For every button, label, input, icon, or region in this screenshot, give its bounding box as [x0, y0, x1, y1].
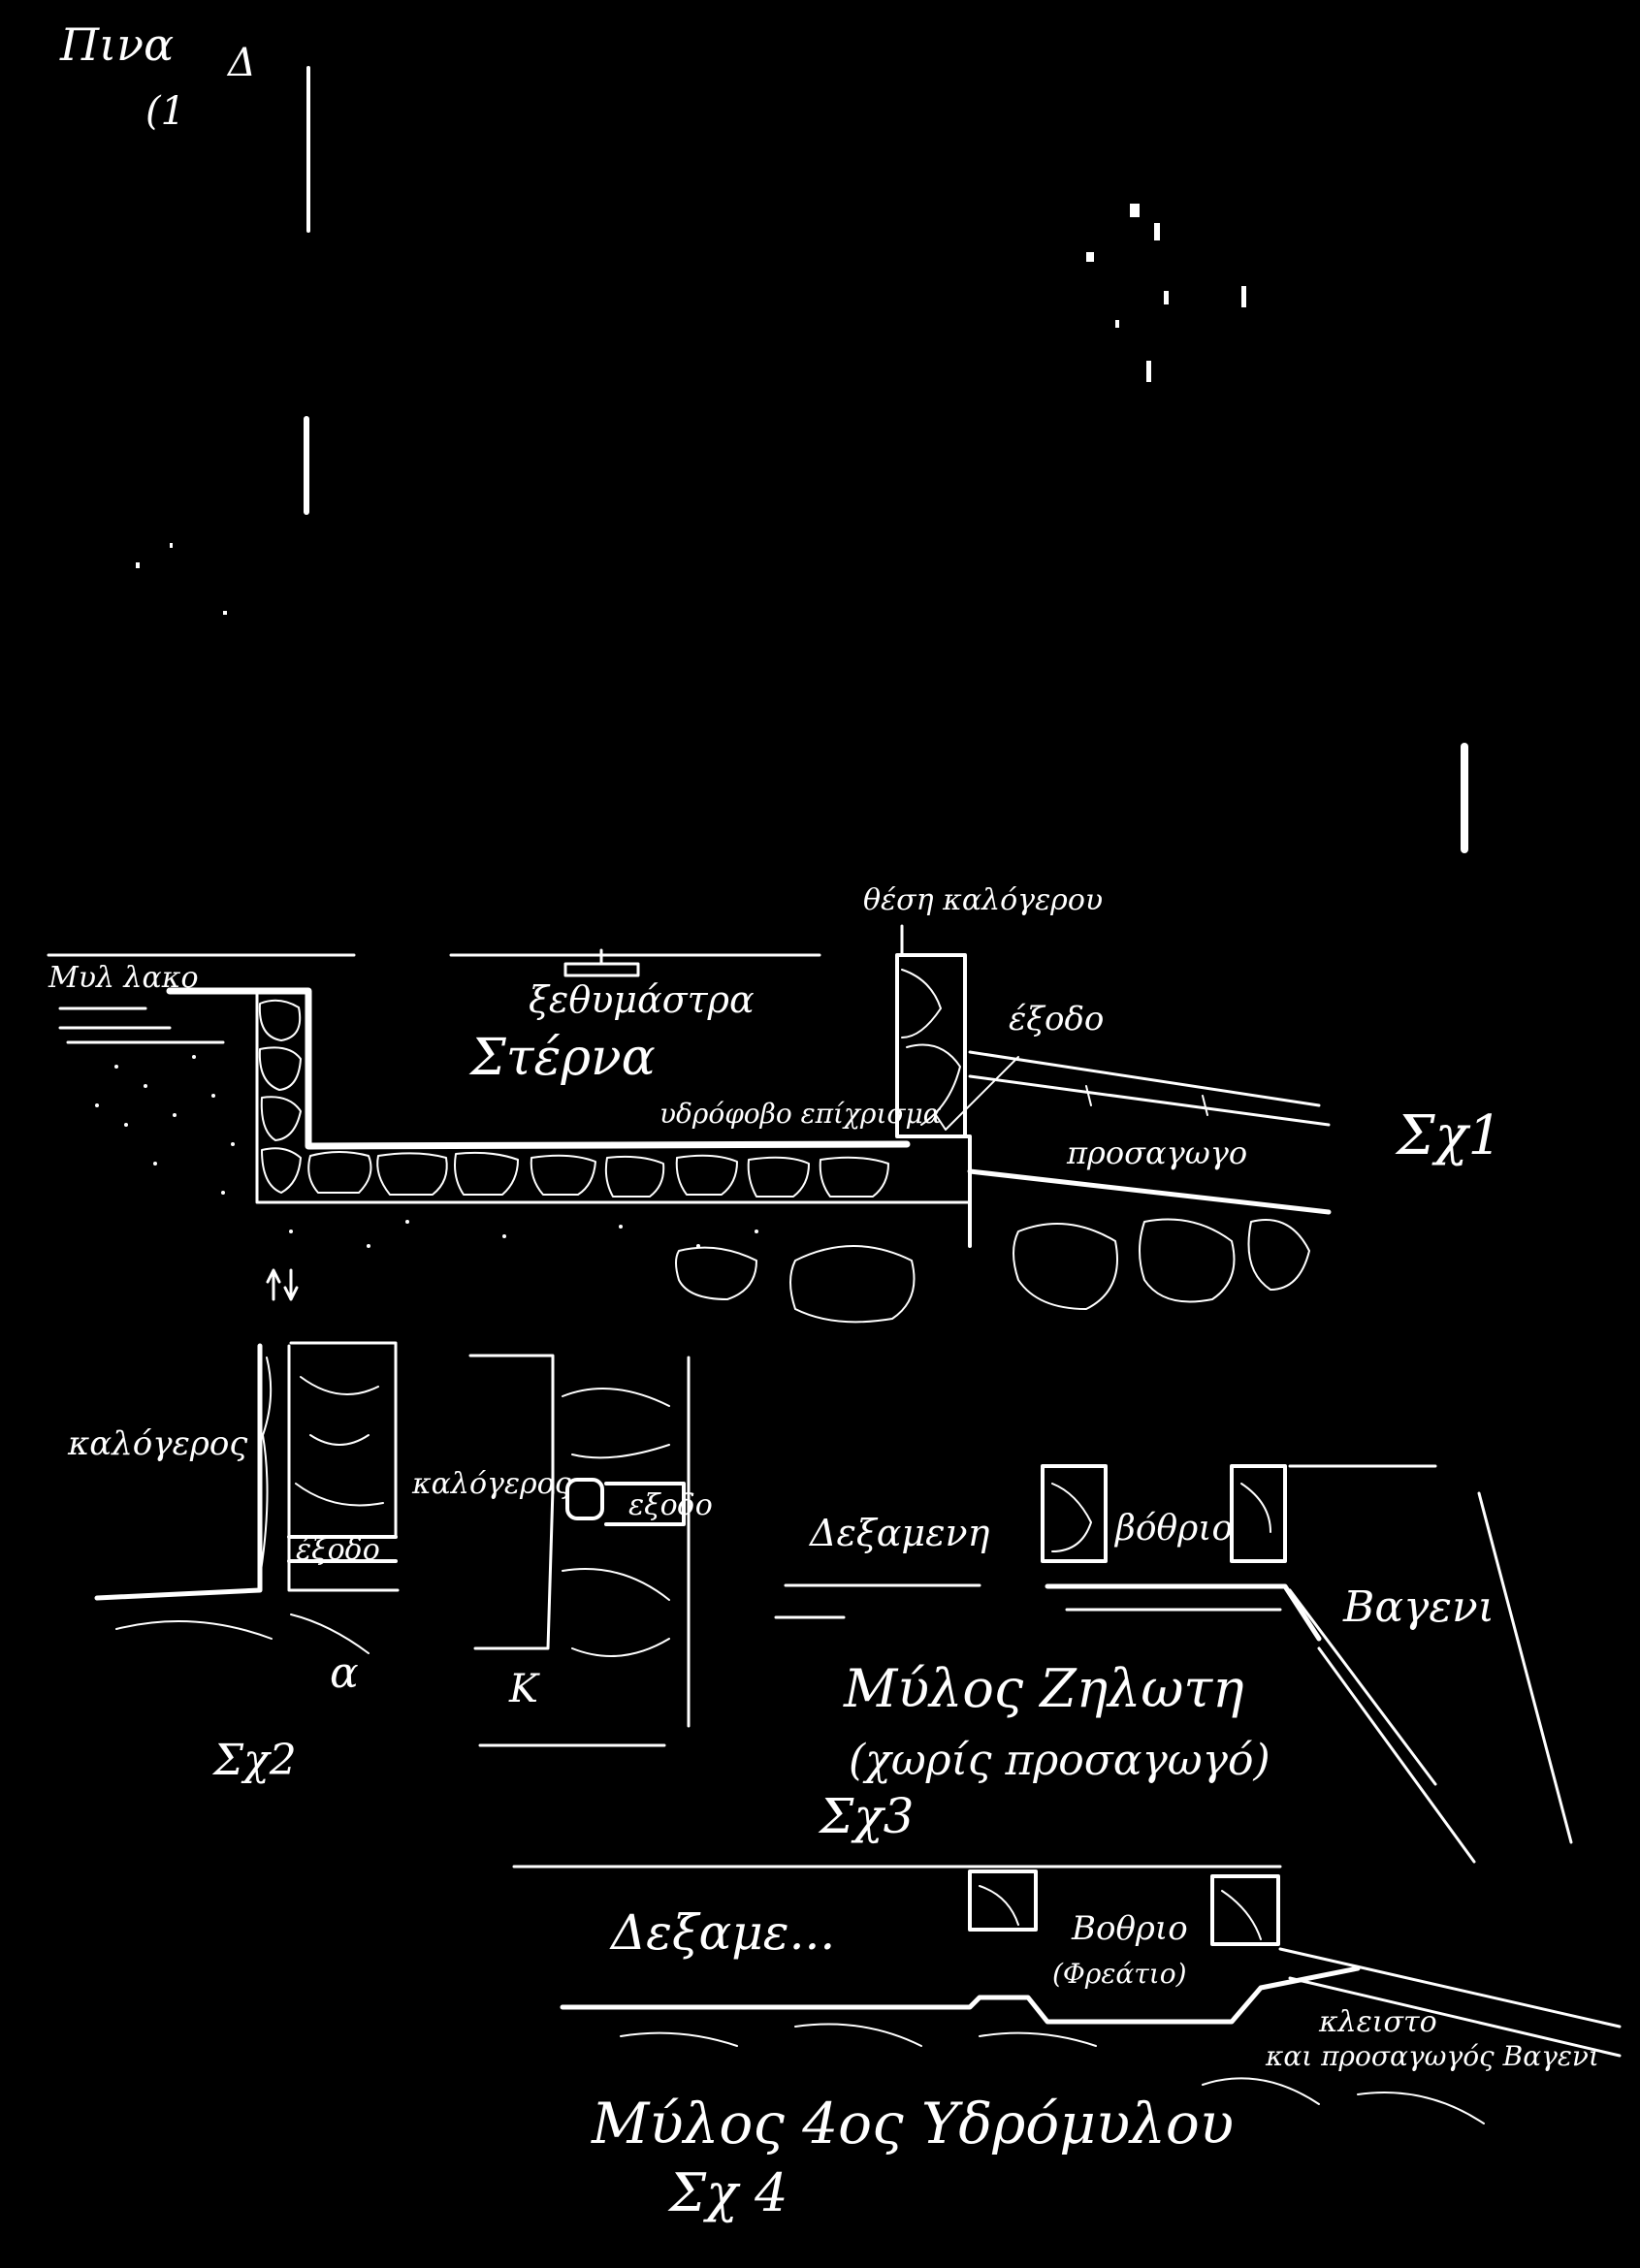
wall-a — [289, 1341, 398, 1539]
caption-fig1: Σχ1 — [1395, 1104, 1502, 1167]
ravine-slope — [1065, 1588, 1476, 1864]
shaft-wall-left — [1041, 1464, 1108, 1563]
base-stones-4 — [620, 2023, 1485, 2124]
closed-conduit — [1278, 1947, 1622, 2058]
sheet-title: Πινα — [59, 18, 174, 71]
base-stones-a — [115, 1613, 370, 1654]
label-tank: Στέρνα — [468, 1029, 656, 1087]
label-monk-position: θέση καλόγερου — [863, 883, 1103, 917]
label-millstone: Μυλ λακο — [48, 961, 199, 995]
ravine-edge — [1288, 1464, 1573, 1844]
label-closed-2: και προσαγωγός Βαγενι — [1265, 2040, 1599, 2072]
label-part-k: Κ — [508, 1667, 540, 1711]
conduit-lines — [968, 1050, 1331, 1127]
shaft-wall-right-4 — [1210, 1874, 1280, 1946]
label-exit-left: έξοδο — [296, 1533, 380, 1567]
label-exit-right: εξοδο — [628, 1488, 713, 1522]
label-mill-4: Μύλος 4ος Υδρόμυλου — [591, 2091, 1234, 2156]
sheet-title-mark: Δ — [226, 41, 256, 85]
label-closed-1: κλειστο — [1318, 2005, 1437, 2039]
conduit-ticks — [1085, 1085, 1208, 1116]
figure-1: Μυλ λακο ξεθυμάστρα Στέρνα υδρόφοβο επίχ… — [47, 883, 1502, 1324]
figure-2: καλόγερος έξοδο α Σχ2 καλόγερος εξοδο Κ — [67, 1268, 713, 1785]
wall-a-stones — [295, 1376, 384, 1507]
foundation-stones — [675, 1218, 1310, 1324]
conduit-floor — [967, 1168, 1332, 1215]
label-note-3: (χωρίς προσαγωγό) — [849, 1736, 1270, 1785]
wall-k — [468, 1354, 691, 1747]
shaft-wall-right — [1230, 1464, 1287, 1563]
soil-texture — [95, 1055, 758, 1248]
monk-pipe-left — [94, 1343, 263, 1601]
outlet-block — [919, 1134, 972, 1248]
shaft-stones — [1051, 1483, 1271, 1552]
floor-stones — [307, 1151, 889, 1198]
monk-pipe-right — [287, 1344, 400, 1592]
overflow-vent — [563, 948, 640, 977]
label-shaft-3: βόθριο — [1113, 1509, 1233, 1549]
shaft-wall-left-4 — [968, 1869, 1038, 1932]
label-conduit: προσαγωγο — [1066, 1134, 1247, 1171]
label-part-a: α — [330, 1648, 359, 1698]
label-ravine: Βαγενι — [1342, 1582, 1495, 1632]
label-monk-right: καλόγερος — [411, 1467, 571, 1501]
exit-a-channel — [287, 1535, 398, 1563]
millstone-channel — [58, 1006, 225, 1044]
sheet-title-sub: (1 — [145, 89, 185, 134]
label-exit: έξοδο — [1009, 1000, 1104, 1038]
label-reservoir-3: Δεξαμενη — [808, 1512, 990, 1554]
scan-noise-specks — [136, 204, 1246, 615]
caption-fig3: Σχ3 — [818, 1788, 914, 1844]
flow-arrows — [266, 1268, 299, 1301]
label-overflow: ξεθυμάστρα — [529, 978, 755, 1021]
tank-outer-wall — [255, 989, 972, 1204]
figure-4: Δεξαμε... Βοθριο (Φρεάτιο) κλειστο και π… — [512, 1865, 1622, 2223]
wall-stones-left — [258, 999, 302, 1194]
label-shaft-note-4: (Φρεάτιο) — [1052, 1958, 1187, 1990]
shaft-stones-4 — [979, 1885, 1262, 1940]
caption-fig2: Σχ2 — [211, 1736, 297, 1785]
floor-4 — [560, 1965, 1361, 2025]
label-mill-3: Μύλος Ζηλωτη — [843, 1658, 1244, 1719]
reservoir-lines — [774, 1583, 981, 1619]
figure-3: Δεξαμενη βόθριο Βαγενι Μύλος Ζηλωτη (χωρ… — [774, 1464, 1573, 1864]
exit-arrow — [935, 1056, 1019, 1131]
monk-grain — [260, 1357, 273, 1572]
label-shaft-4: Βοθριο — [1071, 1909, 1188, 1948]
wall-k-stones — [562, 1388, 670, 1657]
caption-fig4: Σχ 4 — [667, 2162, 788, 2223]
tank-lining — [166, 987, 911, 1150]
shaft-floor — [1045, 1583, 1322, 1642]
label-monk-left: καλόγερος — [67, 1424, 248, 1463]
monk-ring — [565, 1478, 604, 1520]
label-reservoir-4: Δεξαμε... — [609, 1904, 835, 1961]
monk-wall-stones — [901, 969, 961, 1126]
exit-k-channel — [604, 1482, 686, 1526]
label-plaster: υδρόφοβο επίχρισμα — [659, 1098, 942, 1130]
